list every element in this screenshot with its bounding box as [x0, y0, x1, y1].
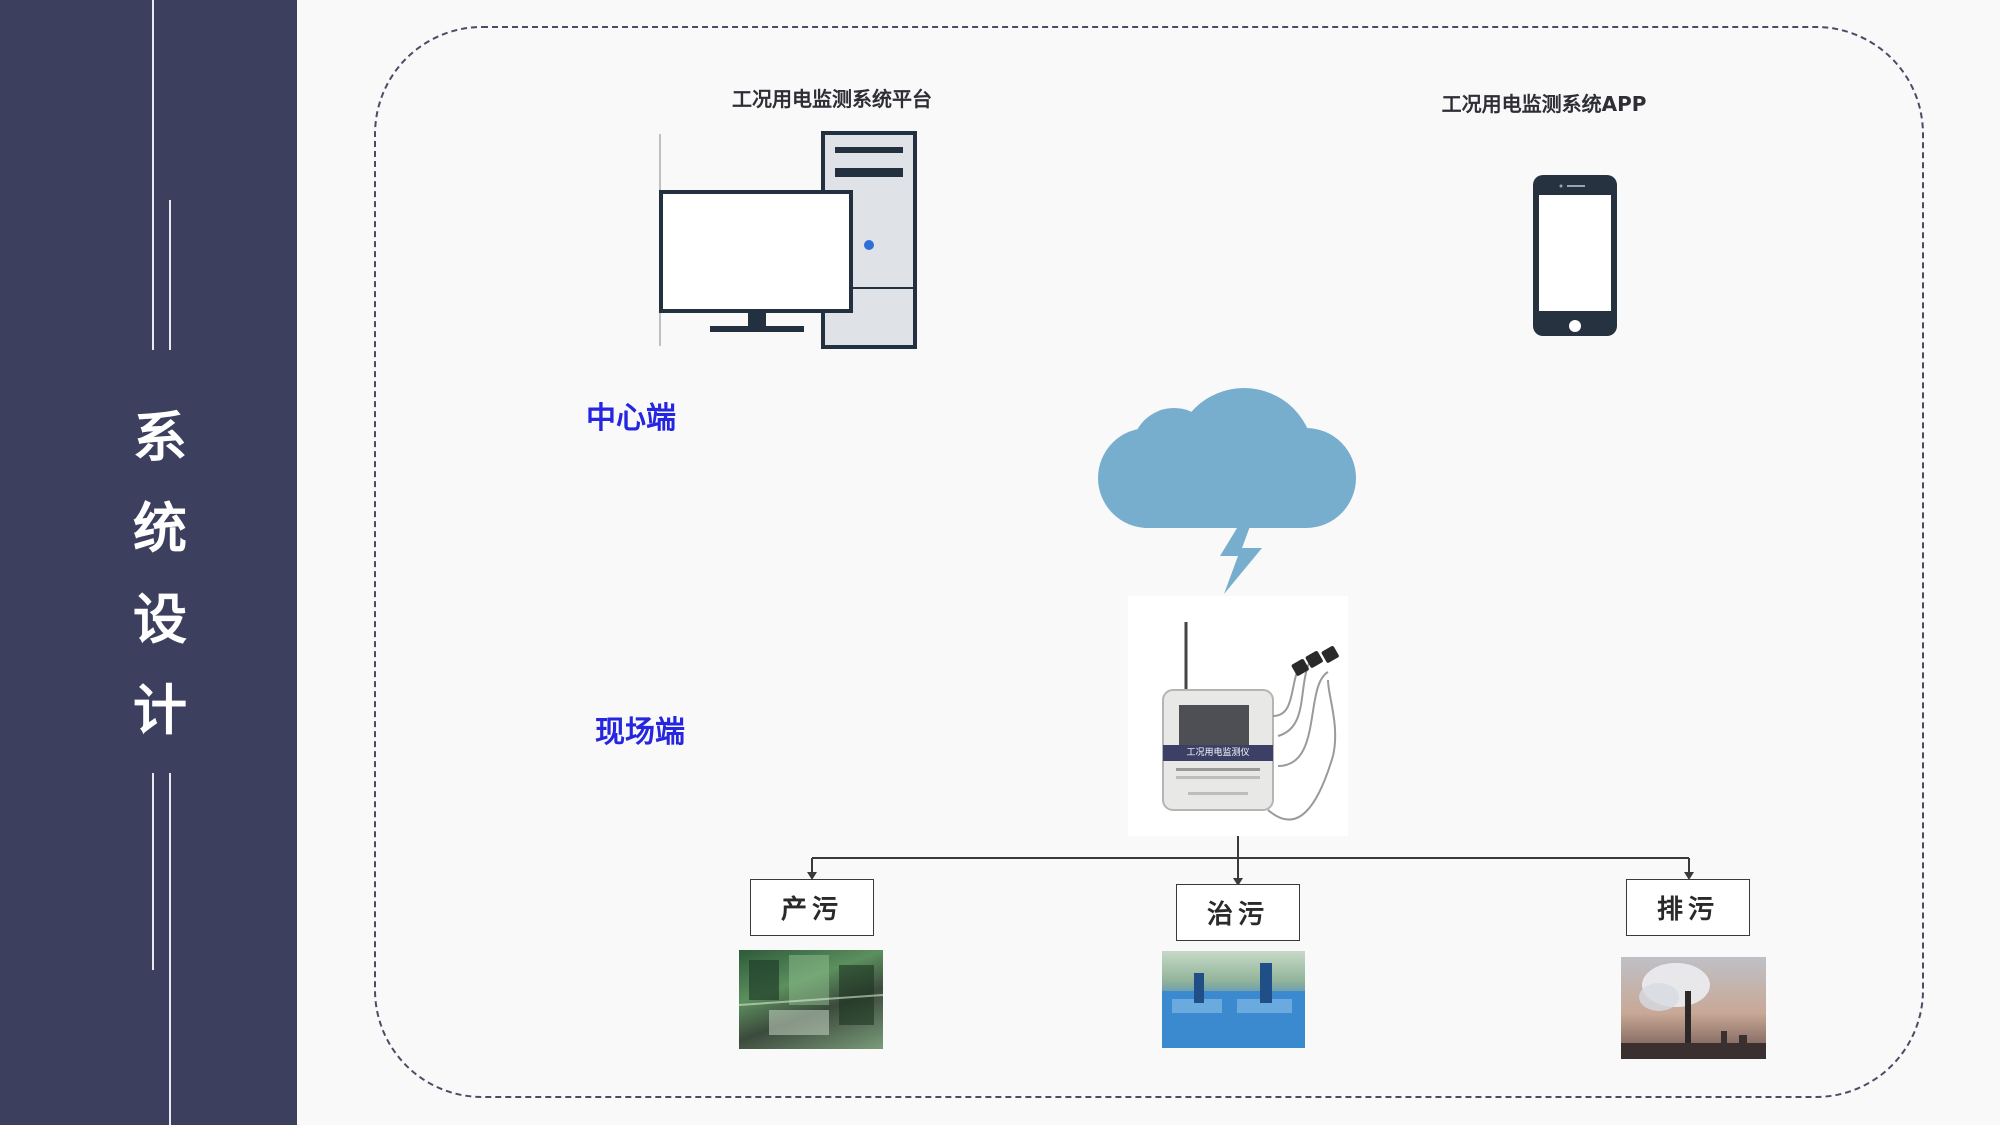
section-title-char: 系 [133, 406, 187, 469]
section-title-char: 设 [133, 588, 187, 651]
sidebar: 系 统 设 计 [0, 0, 297, 1125]
cloud-icon [1098, 388, 1356, 594]
chimney-smoke-image [1621, 963, 1766, 1059]
section-title-char: 计 [133, 679, 187, 742]
monitoring-device-image: 工况用电监测仪 [1128, 596, 1348, 836]
arrow-head [1233, 878, 1243, 886]
branch-box-pollution-discharge: 排污 [1626, 879, 1750, 936]
center-end-label: 中心端 [586, 401, 676, 436]
field-end-label: 现场端 [595, 715, 685, 750]
arrow-head [807, 872, 817, 880]
sidebar-divider-bottom-right [169, 773, 171, 1125]
branch-box-pollution-treatment: 治污 [1176, 884, 1300, 941]
section-title-char: 统 [133, 497, 187, 560]
emission-chimney-photo [1621, 957, 1766, 1059]
treatment-tank-image [1162, 963, 1305, 1048]
device-nameplate: 工况用电监测仪 [1186, 748, 1250, 758]
factory-machinery-image [739, 955, 883, 1035]
sidebar-divider-bottom-left [152, 773, 154, 970]
branch-box-pollution-production: 产污 [750, 879, 874, 936]
smartphone-icon [1533, 175, 1617, 336]
factory-production-photo [739, 950, 883, 1049]
desktop-computer-icon [659, 131, 917, 349]
sidebar-divider-top-right [169, 200, 171, 350]
section-title: 系 统 设 计 [125, 392, 195, 756]
diagram-frame [374, 26, 1924, 1098]
platform-label: 工况用电监测系统平台 [732, 87, 932, 111]
water-treatment-photo [1162, 951, 1305, 1048]
lightning-icon [1220, 510, 1262, 594]
app-label: 工况用电监测系统APP [1441, 92, 1647, 116]
device-icon [1162, 622, 1339, 821]
arrow-head [1684, 872, 1694, 880]
sidebar-divider-top-left [152, 0, 154, 350]
